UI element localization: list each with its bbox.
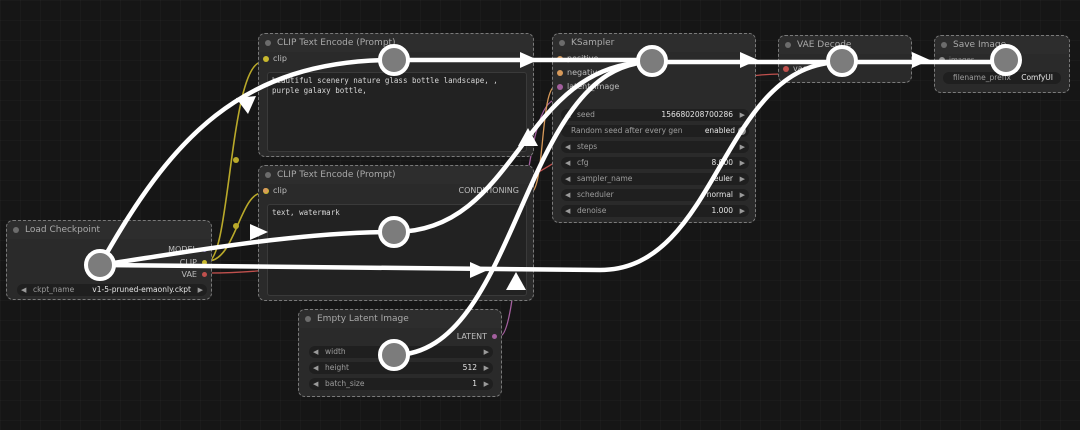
- node-title[interactable]: CLIP Text Encode (Prompt): [259, 166, 533, 184]
- steps-widget[interactable]: ◀ steps ▶: [561, 141, 749, 153]
- collapse-dot-icon[interactable]: [559, 40, 565, 46]
- decrement-arrow-icon[interactable]: ◀: [313, 364, 319, 372]
- load-checkpoint-node[interactable]: Load Checkpoint MODEL CLIP VAE ◀ ckpt_na…: [6, 220, 212, 300]
- output-dot-icon[interactable]: [202, 260, 207, 265]
- increment-arrow-icon[interactable]: ▶: [739, 191, 745, 199]
- decrement-arrow-icon[interactable]: ◀: [565, 191, 571, 199]
- output-dot-icon[interactable]: [263, 188, 268, 193]
- height-widget[interactable]: ◀ height 512 ▶: [309, 362, 493, 374]
- input-slot-latent-image[interactable]: latent_image: [553, 80, 755, 94]
- input-dot-icon[interactable]: [557, 56, 563, 62]
- collapse-dot-icon[interactable]: [941, 42, 947, 48]
- prompt-textarea[interactable]: text, watermark: [267, 204, 527, 296]
- toggle-knob-icon[interactable]: [738, 127, 746, 135]
- decrement-arrow-icon[interactable]: ◀: [313, 348, 319, 356]
- input-dot-icon[interactable]: [557, 70, 563, 76]
- collapse-dot-icon[interactable]: [13, 227, 19, 233]
- node-title[interactable]: Save Image: [935, 36, 1069, 54]
- collapse-dot-icon[interactable]: [265, 40, 271, 46]
- output-dot-icon[interactable]: [202, 247, 207, 252]
- cfg-widget[interactable]: ◀ cfg 8.000 ▶: [561, 157, 749, 169]
- decrement-arrow-icon[interactable]: ◀: [313, 380, 319, 388]
- node-title[interactable]: KSampler: [553, 34, 755, 52]
- sampler-name-widget[interactable]: ◀ sampler_name euler ▶: [561, 173, 749, 185]
- input-slot-images[interactable]: images: [935, 54, 1069, 66]
- node-title[interactable]: Empty Latent Image: [299, 310, 501, 328]
- increment-arrow-icon[interactable]: ▶: [739, 111, 745, 119]
- prompt-textarea[interactable]: beautiful scenery nature glass bottle la…: [267, 72, 527, 152]
- input-slot-vae[interactable]: vae: [779, 62, 911, 76]
- seed-widget[interactable]: ◀ seed 156680208700286 ▶: [561, 109, 749, 121]
- width-widget[interactable]: ◀ width ▶: [309, 346, 493, 358]
- clip-text-encode-negative-node[interactable]: CLIP Text Encode (Prompt) clip CONDITION…: [258, 165, 534, 301]
- decrement-arrow-icon[interactable]: ◀: [565, 207, 571, 215]
- input-slot-negative[interactable]: negative: [553, 66, 755, 80]
- random-seed-toggle[interactable]: Random seed after every gen enabled: [561, 125, 749, 137]
- decrement-arrow-icon[interactable]: ◀: [565, 175, 571, 183]
- increment-arrow-icon[interactable]: ▶: [483, 364, 489, 372]
- output-slot-conditioning[interactable]: CONDITIONING: [458, 186, 519, 195]
- clip-text-encode-positive-node[interactable]: CLIP Text Encode (Prompt) clip beautiful…: [258, 33, 534, 157]
- vae-decode-node[interactable]: VAE Decode vae: [778, 35, 912, 83]
- increment-arrow-icon[interactable]: ▶: [483, 348, 489, 356]
- batch-size-widget[interactable]: ◀ batch_size 1 ▶: [309, 378, 493, 390]
- input-dot-icon[interactable]: [939, 57, 945, 63]
- ckpt-name-widget[interactable]: ◀ ckpt_name v1-5-pruned-emaonly.ckpt ▶: [17, 284, 207, 296]
- denoise-widget[interactable]: ◀ denoise 1.000 ▶: [561, 205, 749, 217]
- ksampler-node[interactable]: KSampler positive negative latent_image …: [552, 33, 756, 223]
- output-slot-latent[interactable]: LATENT: [299, 330, 501, 344]
- input-dot-icon[interactable]: [263, 56, 269, 62]
- output-slot-model[interactable]: MODEL: [7, 243, 211, 257]
- output-slot-clip[interactable]: CLIP: [7, 257, 211, 269]
- input-slot-positive[interactable]: positive: [553, 52, 755, 66]
- output-dot-icon[interactable]: [202, 272, 207, 277]
- collapse-dot-icon[interactable]: [265, 172, 271, 178]
- collapse-dot-icon[interactable]: [305, 316, 311, 322]
- increment-arrow-icon[interactable]: ▶: [483, 380, 489, 388]
- decrement-arrow-icon[interactable]: ◀: [565, 159, 571, 167]
- node-title[interactable]: CLIP Text Encode (Prompt): [259, 34, 533, 52]
- input-slot-clip[interactable]: clip CONDITIONING: [259, 184, 533, 198]
- output-slot-vae[interactable]: VAE: [7, 269, 211, 281]
- scheduler-widget[interactable]: ◀ scheduler normal ▶: [561, 189, 749, 201]
- empty-latent-image-node[interactable]: Empty Latent Image LATENT ◀ width ▶ ◀ he…: [298, 309, 502, 397]
- increment-arrow-icon[interactable]: ▶: [739, 175, 745, 183]
- filename-prefix-widget[interactable]: filename_prefix ComfyUI: [943, 72, 1061, 84]
- decrement-arrow-icon[interactable]: ◀: [565, 111, 571, 119]
- save-image-node[interactable]: Save Image images filename_prefix ComfyU…: [934, 35, 1070, 93]
- increment-arrow-icon[interactable]: ▶: [739, 207, 745, 215]
- increment-arrow-icon[interactable]: ▶: [197, 286, 203, 294]
- output-dot-icon[interactable]: [492, 334, 497, 339]
- input-dot-icon[interactable]: [783, 66, 789, 72]
- increment-arrow-icon[interactable]: ▶: [739, 143, 745, 151]
- input-dot-icon[interactable]: [557, 84, 563, 90]
- node-title[interactable]: Load Checkpoint: [7, 221, 211, 239]
- decrement-arrow-icon[interactable]: ◀: [565, 143, 571, 151]
- input-slot-samples[interactable]: [779, 54, 911, 62]
- node-title[interactable]: VAE Decode: [779, 36, 911, 54]
- decrement-arrow-icon[interactable]: ◀: [21, 286, 27, 294]
- collapse-dot-icon[interactable]: [785, 42, 791, 48]
- input-slot-clip[interactable]: clip: [259, 52, 533, 66]
- increment-arrow-icon[interactable]: ▶: [739, 159, 745, 167]
